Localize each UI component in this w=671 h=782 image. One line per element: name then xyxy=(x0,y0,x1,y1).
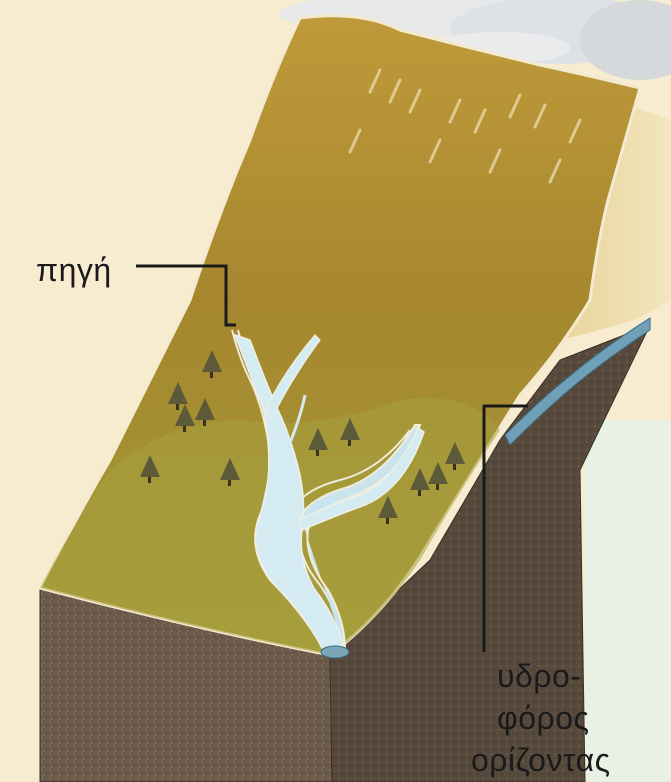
aquifer-label-line-3: ορίζοντας xyxy=(471,742,610,778)
background-field xyxy=(585,420,671,782)
spring-pool xyxy=(321,646,349,658)
aquifer-label-line-1: υδρο- xyxy=(497,658,581,694)
source-label: πηγή xyxy=(36,252,112,288)
aquifer-label-line-2: φόρος xyxy=(497,700,589,736)
